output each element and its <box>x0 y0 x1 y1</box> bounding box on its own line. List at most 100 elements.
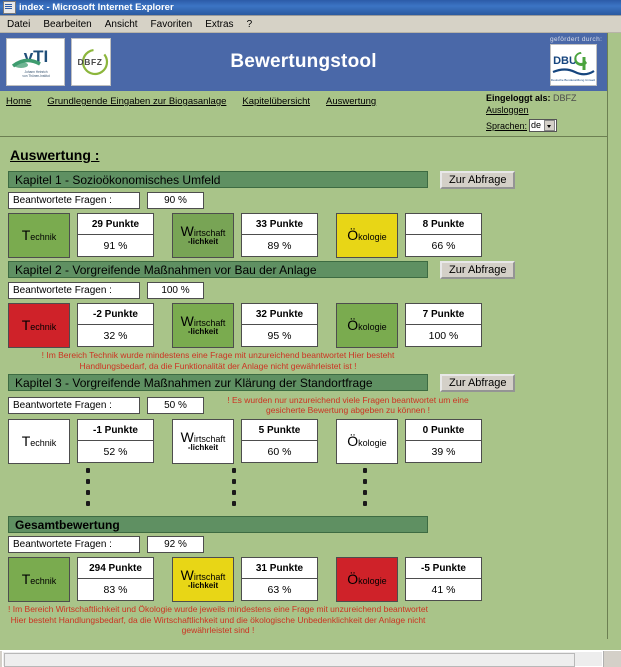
points-value: 294 Punkte <box>77 557 154 579</box>
zur-abfrage-button[interactable]: Zur Abfrage <box>440 261 516 279</box>
warning-message: ! Im Bereich Technik wurde mindestens ei… <box>41 350 395 371</box>
page-icon <box>3 1 16 14</box>
answered-row: Beantwortete Fragen :100 % <box>8 282 599 299</box>
chapter-title: Kapitel 3 - Vorgreifende Maßnahmen zur K… <box>8 374 428 391</box>
vti-logo-graphic: vTI Johann Heinrich von Thünen-Institut <box>11 47 49 78</box>
title-bar: index - Microsoft Internet Explorer <box>0 0 621 16</box>
percent-value: 52 % <box>77 441 154 463</box>
logged-in-user: DBFZ <box>553 93 577 103</box>
chapter-2: Kapitel 2 - Vorgreifende Maßnahmen vor B… <box>8 261 599 371</box>
answered-value: 50 % <box>147 396 204 414</box>
category-sublabel: -lichkeit <box>187 580 219 590</box>
category-label: Ökologie <box>347 226 387 243</box>
category-box-wirtschaft: Wirtschaft-lichkeit <box>172 557 234 602</box>
dbu-block: gefördert durch: DBU Deutsche Bundesstif… <box>550 36 602 86</box>
chapter-header: Kapitel 2 - Vorgreifende Maßnahmen vor B… <box>8 261 599 279</box>
ellipsis-separator <box>8 468 599 516</box>
menu-item-help[interactable]: ? <box>246 18 253 30</box>
dbu-logo: DBU Deutsche Bundesstiftung Umwelt <box>550 44 597 86</box>
category-label: Technik <box>21 316 57 333</box>
category-label: Technik <box>21 432 57 449</box>
percent-value: 100 % <box>405 325 482 347</box>
points-value: -2 Punkte <box>77 303 154 325</box>
logout-button[interactable]: Ausloggen <box>486 105 529 115</box>
svg-text:DBFZ: DBFZ <box>77 57 102 67</box>
nav-home[interactable]: Home <box>6 96 32 107</box>
scroll-track[interactable] <box>2 651 603 667</box>
language-select[interactable]: de <box>529 119 558 132</box>
dbfz-logo: DBFZ <box>71 38 111 86</box>
nav-grundlegende-eingaben[interactable]: Grundlegende Eingaben zur Biogasanlage <box>47 96 227 107</box>
chapter-title: Kapitel 1 - Sozioökonomisches Umfeld <box>8 171 428 188</box>
zur-abfrage-button[interactable]: Zur Abfrage <box>440 171 516 189</box>
percent-value: 89 % <box>241 235 318 257</box>
zur-abfrage-button[interactable]: Zur Abfrage <box>440 374 516 392</box>
category-box-technik: Technik <box>8 419 70 464</box>
dbu-logo-graphic: DBU Deutsche Bundesstiftung Umwelt <box>551 52 595 82</box>
answered-value: 92 % <box>147 536 204 553</box>
chapter-title: Gesamtbewertung <box>8 516 428 533</box>
svg-text:DBU: DBU <box>553 55 577 67</box>
vti-logo: vTI Johann Heinrich von Thünen-Institut <box>6 38 65 86</box>
percent-value: 39 % <box>405 441 482 463</box>
chapter-3: Kapitel 3 - Vorgreifende Maßnahmen zur K… <box>8 374 599 464</box>
category-label: Wirtschaft <box>180 222 226 239</box>
points-value: 0 Punkte <box>405 419 482 441</box>
language-label: Sprachen: <box>486 120 528 131</box>
chevron-down-icon[interactable] <box>544 120 556 131</box>
menu-item-extras[interactable]: Extras <box>205 18 234 30</box>
page-content: vTI Johann Heinrich von Thünen-Institut … <box>0 33 608 639</box>
points-value: 8 Punkte <box>405 213 482 235</box>
menu-item-bearbeiten[interactable]: Bearbeiten <box>43 18 92 30</box>
category-label: Technik <box>21 226 57 243</box>
page-banner-title: Bewertungstool <box>230 51 377 72</box>
scroll-left-end[interactable] <box>0 651 2 667</box>
inline-warning: ! Es wurden nur unzureichend viele Frage… <box>227 395 469 415</box>
main-navigation: Home Grundlegende Eingaben zur Biogasanl… <box>0 91 607 137</box>
points-value: 29 Punkte <box>77 213 154 235</box>
points-value: 5 Punkte <box>241 419 318 441</box>
scroll-thumb[interactable] <box>4 653 575 667</box>
points-value: 31 Punkte <box>241 557 318 579</box>
percent-value: 41 % <box>405 579 482 601</box>
menu-item-datei[interactable]: Datei <box>7 18 31 30</box>
horizontal-scrollbar[interactable] <box>0 650 621 667</box>
percent-value: 63 % <box>241 579 318 601</box>
chapter-header: Kapitel 3 - Vorgreifende Maßnahmen zur K… <box>8 374 599 392</box>
scroll-corner <box>603 651 621 667</box>
category-label: Ökologie <box>347 570 387 587</box>
answered-row: Beantwortete Fragen :92 % <box>8 536 599 553</box>
chapter-header: Gesamtbewertung <box>8 516 599 533</box>
page-title: Auswertung : <box>10 147 100 163</box>
dbfz-logo-graphic: DBFZ <box>77 48 109 76</box>
nav-links: Home Grundlegende Eingaben zur Biogasanl… <box>6 96 392 107</box>
points-value: 33 Punkte <box>241 213 318 235</box>
category-label: Wirtschaft <box>180 566 226 583</box>
category-box-wirtschaft: Wirtschaft-lichkeit <box>172 419 234 464</box>
menu-item-ansicht[interactable]: Ansicht <box>104 18 138 30</box>
nav-auswertung[interactable]: Auswertung <box>326 96 377 107</box>
category-sublabel: -lichkeit <box>187 326 219 336</box>
window-title: index - Microsoft Internet Explorer <box>19 2 174 13</box>
category-sublabel: -lichkeit <box>187 236 219 246</box>
answered-value: 90 % <box>147 192 204 209</box>
nav-kapiteluebersicht[interactable]: Kapitelübersicht <box>242 96 311 107</box>
menu-item-favoriten[interactable]: Favoriten <box>150 18 193 30</box>
